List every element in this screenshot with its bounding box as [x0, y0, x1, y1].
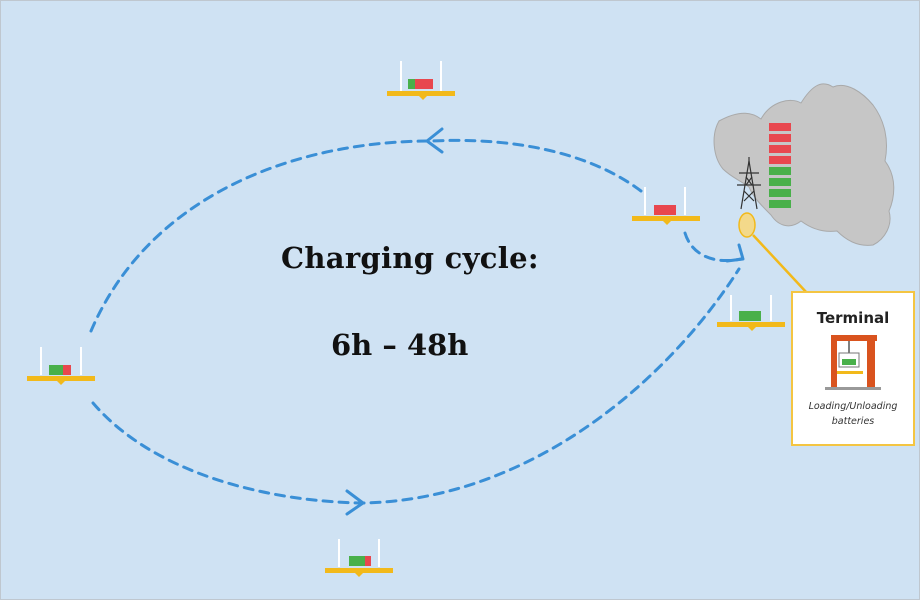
path-bottom — [91, 267, 741, 505]
terminal-caption-line2: batteries — [831, 416, 875, 427]
island — [713, 83, 895, 246]
arrow-icon — [345, 127, 745, 516]
transmission-tower-icon — [737, 157, 761, 210]
ship-top — [387, 61, 455, 100]
path-harbor — [683, 231, 743, 262]
terminal-marker-icon — [738, 212, 756, 238]
ship-right — [632, 187, 700, 225]
ship-bottom — [325, 539, 393, 577]
terminal-caption: Loading/Unloading batteries — [793, 399, 913, 429]
ship-terminal — [717, 295, 785, 331]
terminal-connector — [752, 234, 808, 294]
charging-duration: 6h – 48h — [331, 328, 469, 362]
crane-icon — [825, 335, 881, 390]
charging-cycle-title: Charging cycle: — [281, 241, 539, 275]
terminal-title: Terminal — [816, 309, 890, 327]
terminal-panel: Terminal Loading/Unloading batteries — [791, 291, 915, 446]
terminal-caption-line1: Loading/Unloading — [808, 401, 898, 412]
cycle-path — [89, 138, 743, 505]
path-top — [89, 138, 643, 333]
island-battery-stack — [769, 123, 791, 208]
ship-left — [27, 347, 95, 385]
